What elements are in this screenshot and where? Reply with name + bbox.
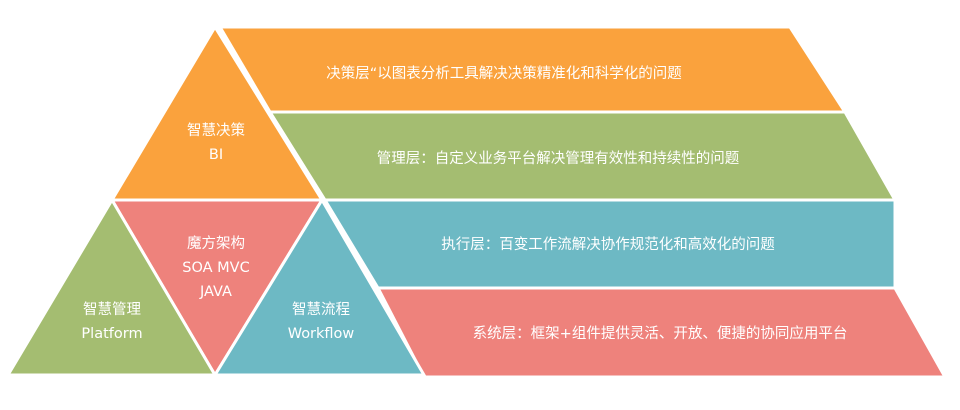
- bi-line2: BI: [209, 147, 223, 163]
- workflow-triangle: [212, 197, 427, 377]
- bi-line1: 智慧决策: [187, 122, 245, 139]
- platform-triangle: [5, 197, 218, 377]
- platform-line1: 智慧管理: [83, 301, 141, 318]
- management-layer-label: 管理层：自定义业务平台解决管理有效性和持续性的问题: [377, 150, 740, 167]
- platform-line2: Platform: [81, 326, 142, 342]
- architecture-line1: 魔方架构: [187, 235, 245, 252]
- workflow-line1: 智慧流程: [292, 301, 350, 318]
- architecture-line3: JAVA: [199, 284, 232, 300]
- architecture-line2: SOA MVC: [182, 260, 249, 276]
- decision-layer-label: 决策层“以图表分析工具解决决策精准化和科学化的问题: [326, 65, 682, 82]
- execution-layer-label: 执行层：百变工作流解决协作规范化和高效化的问题: [441, 236, 775, 253]
- system-layer-label: 系统层：框架+组件提供灵活、开放、便捷的协同应用平台: [473, 324, 848, 342]
- workflow-line2: Workflow: [288, 326, 355, 342]
